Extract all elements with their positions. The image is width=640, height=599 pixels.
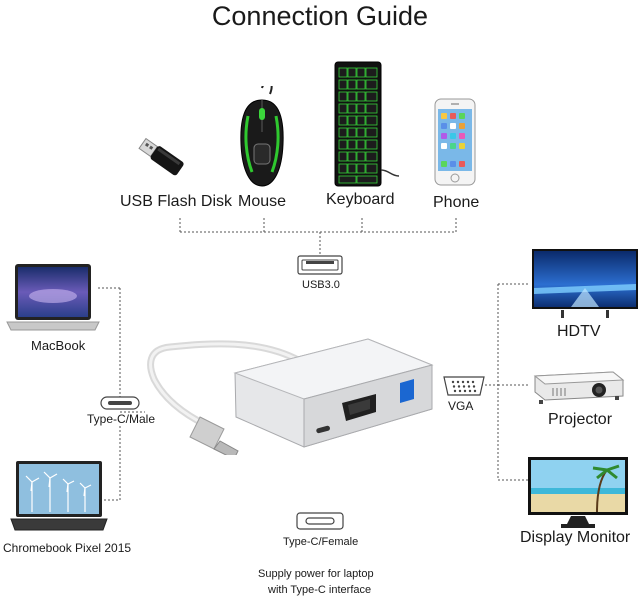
usb-c-adapter-image xyxy=(147,338,434,455)
keyboard-label: Keyboard xyxy=(326,191,395,208)
mouse-label: Mouse xyxy=(238,193,287,210)
phone-label: Phone xyxy=(433,194,480,211)
typec-female-icon xyxy=(296,512,344,530)
usb-flash-disk-label: USB Flash Disk xyxy=(120,193,233,210)
hdtv-label: HDTV xyxy=(557,323,601,340)
usb-port-icon xyxy=(297,255,343,275)
vga-label: VGA xyxy=(448,399,474,413)
typec-female-label: Type-C/Female xyxy=(283,536,359,548)
macbook-label: MacBook xyxy=(31,338,86,353)
display-monitor-label: Display Monitor xyxy=(520,529,631,546)
projector-icon xyxy=(533,371,625,404)
chromebook-label: Chromebook Pixel 2015 xyxy=(3,541,132,555)
power-note-line1: Supply power for laptop xyxy=(258,568,374,580)
vga-port-icon xyxy=(443,376,485,396)
keyboard-icon xyxy=(334,61,400,187)
typec-male-label: Type-C/Male xyxy=(87,412,156,426)
projector-label: Projector xyxy=(548,411,613,428)
typec-male-icon xyxy=(100,396,140,410)
mouse-icon xyxy=(240,86,284,187)
usb-port-label: USB3.0 xyxy=(302,279,340,291)
power-note-line2: with Type-C interface xyxy=(268,584,372,596)
usb-flash-disk-icon xyxy=(138,137,184,176)
display-monitor-icon xyxy=(528,457,628,528)
macbook-icon xyxy=(6,264,100,331)
chromebook-icon xyxy=(10,461,108,531)
hdtv-icon xyxy=(532,249,638,318)
page-title: Connection Guide xyxy=(211,1,429,31)
phone-icon xyxy=(434,98,476,186)
